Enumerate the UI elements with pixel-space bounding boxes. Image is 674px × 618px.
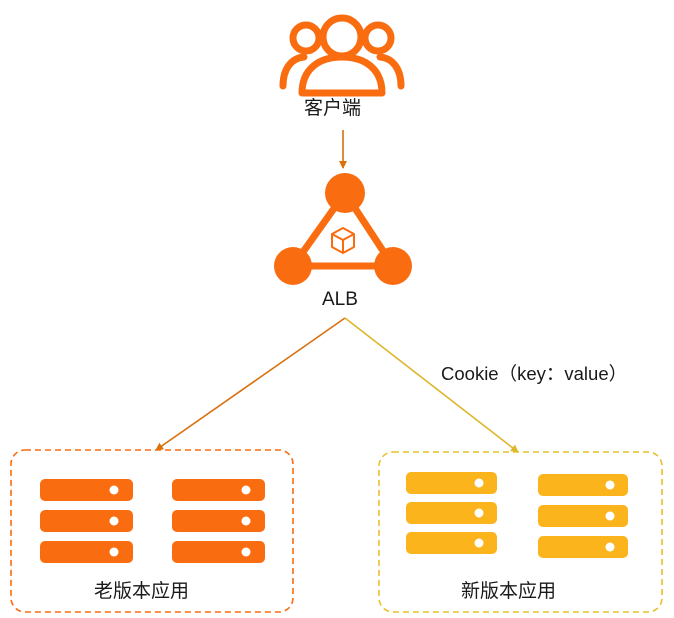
cookie-routing-label: Cookie（key：value）: [441, 363, 628, 384]
new-app-group: [378, 451, 663, 613]
alb-to-old-app-arrow: [155, 317, 346, 451]
old-app-label: 老版本应用: [94, 581, 190, 602]
server-stack-icon: [172, 479, 265, 563]
server-stack-icon: [406, 472, 497, 554]
cube-icon: [331, 227, 355, 254]
old-app-group: [10, 449, 294, 613]
server-stack-icon: [40, 479, 133, 563]
users-icon: [279, 14, 405, 97]
client-label: 客户端: [304, 98, 362, 119]
alb-label: ALB: [322, 289, 358, 310]
load-balancer-icon: [274, 173, 412, 285]
server-stack-icon: [538, 474, 628, 558]
new-app-label: 新版本应用: [461, 581, 557, 602]
alb-to-new-app-arrow: [344, 317, 519, 453]
